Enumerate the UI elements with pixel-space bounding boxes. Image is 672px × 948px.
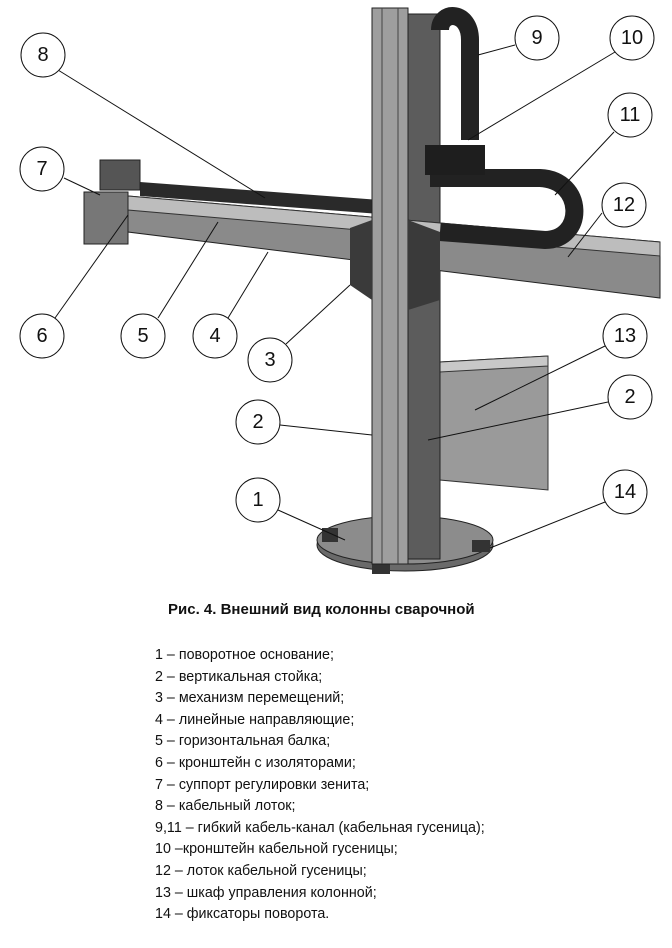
callout-4: 4 [192,313,238,359]
svg-text:4: 4 [209,325,220,347]
callouts: 8 9 10 11 12 7 6 5 4 3 13 2 2 1 14 [19,15,655,523]
svg-text:6: 6 [36,325,47,347]
insulator-bracket [83,191,129,245]
callout-6: 6 [19,313,65,359]
callout-5: 5 [120,313,166,359]
callout-2-left: 2 [235,399,281,445]
legend-item: 13 – шкаф управления колонной; [155,884,377,901]
travel-mechanism [350,220,372,300]
svg-text:8: 8 [37,44,48,66]
welding-column-drawing: 8 9 10 11 12 7 6 5 4 3 13 2 2 1 14 [19,7,661,574]
callout-1: 1 [235,477,281,523]
svg-text:11: 11 [620,104,641,126]
svg-text:13: 13 [614,325,636,347]
svg-text:14: 14 [614,481,636,503]
leader-lines [54,44,616,549]
rotation-lock-right [472,540,490,552]
svg-text:5: 5 [137,325,148,347]
svg-text:9: 9 [531,27,542,49]
legend-item: 10 –кронштейн кабельной гусеницы; [155,841,398,858]
legend-item: 12 – лоток кабельной гусеницы; [155,862,367,879]
callout-7: 7 [19,146,65,192]
figure-caption: Рис. 4. Внешний вид колонны сварочной [168,601,475,618]
legend-item: 7 – суппорт регулировки зенита; [155,776,370,793]
svg-text:7: 7 [36,158,47,180]
svg-text:12: 12 [613,194,635,216]
legend-item: 14 – фиксаторы поворота. [155,906,330,923]
legend-item: 1 – поворотное основание; [155,647,334,663]
callout-3: 3 [247,337,293,383]
callout-2-right: 2 [607,374,653,420]
machine-illustration [83,7,661,574]
callout-10: 10 [609,15,655,61]
rotation-lock-left [322,528,338,542]
legend-item: 6 – кронштейн с изоляторами; [155,754,356,771]
legend-item: 9,11 – гибкий кабель-канал (кабельная гу… [155,819,485,836]
legend-item: 5 – горизонтальная балка; [155,733,331,750]
chain-bracket [425,145,485,175]
cable-chain-horizontal [430,169,584,250]
zenith-support [99,159,141,191]
svg-text:1: 1 [252,489,263,511]
control-cabinet [439,355,549,491]
cable-chain-vertical [431,7,479,140]
callout-9: 9 [514,15,560,61]
callout-14: 14 [602,469,648,515]
callout-8: 8 [20,32,66,78]
legend-list: 1 – поворотное основание; 2 – вертикальн… [155,645,485,926]
cable-tray [140,182,380,214]
svg-text:3: 3 [264,349,275,371]
svg-text:2: 2 [252,411,263,433]
legend-item: 3 – механизм перемещений; [155,690,345,707]
vertical-column [371,7,409,565]
legend-item: 8 – кабельный лоток; [155,798,296,815]
callout-13: 13 [602,313,648,359]
svg-text:10: 10 [621,27,643,49]
callout-12: 12 [601,182,647,228]
legend-item: 2 – вертикальная стойка; [155,668,323,685]
svg-text:2: 2 [624,386,635,408]
callout-11: 11 [607,92,653,138]
legend-item: 4 – линейные направляющие; [155,711,355,728]
